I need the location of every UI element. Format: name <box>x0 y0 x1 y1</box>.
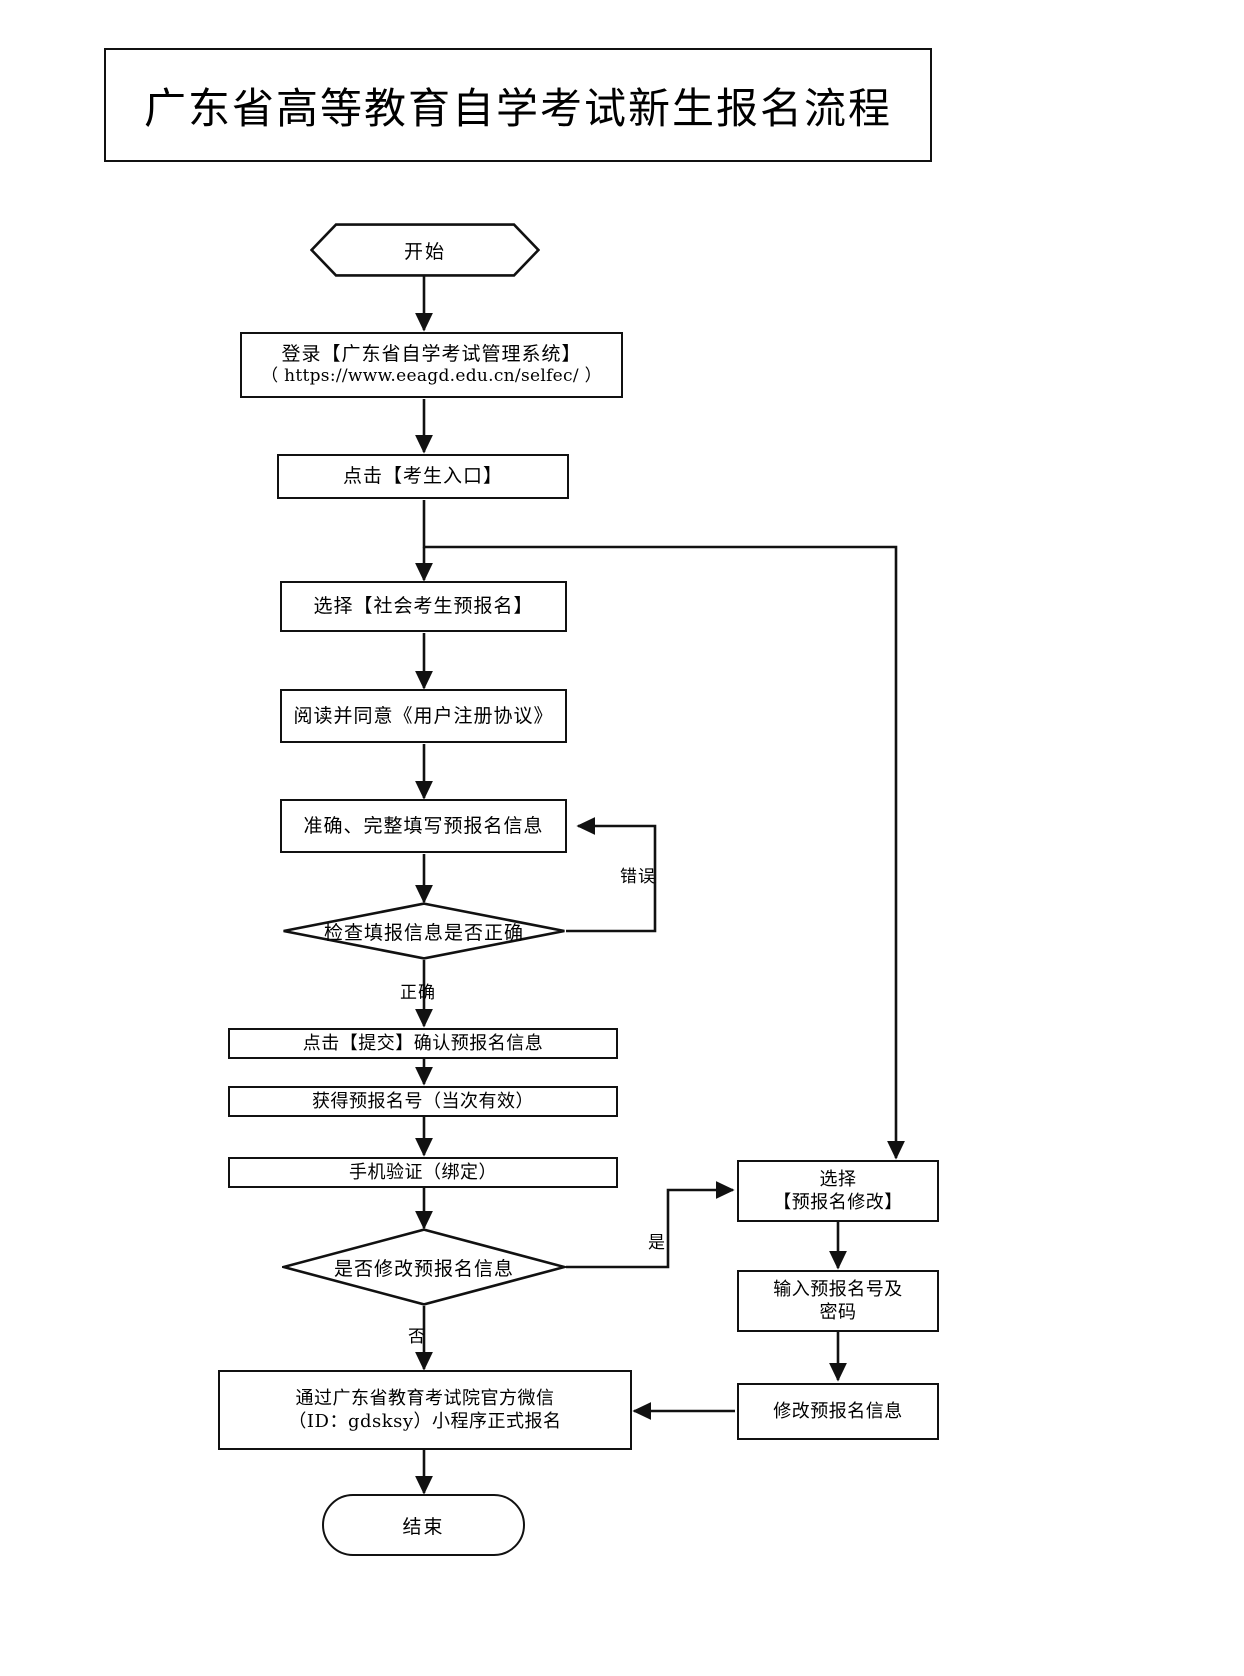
node-phoneverify[interactable]: 手机验证（绑定） <box>228 1157 618 1188</box>
edge-label-yes: 是 <box>648 1233 666 1253</box>
node-entry[interactable]: 点击【考生入口】 <box>277 454 569 499</box>
node-login-url: （ https://www.eeagd.edu.cn/selfec/ ） <box>261 366 602 387</box>
page-title: 广东省高等教育自学考试新生报名流程 <box>143 83 892 133</box>
node-select-modify[interactable]: 选择 【预报名修改】 <box>737 1160 939 1222</box>
node-wechat-official[interactable]: 通过广东省教育考试院官方微信 （ID：gdsksy）小程序正式报名 <box>218 1370 632 1450</box>
node-agreement[interactable]: 阅读并同意《用户注册协议》 <box>280 689 567 743</box>
node-end[interactable]: 结束 <box>322 1494 525 1556</box>
node-submit-label: 点击【提交】确认预报名信息 <box>302 1032 544 1054</box>
node-input-credentials[interactable]: 输入预报名号及 密码 <box>737 1270 939 1332</box>
node-input-credentials-label: 输入预报名号及 密码 <box>773 1278 903 1323</box>
node-fillinfo-label: 准确、完整填写预报名信息 <box>303 814 544 837</box>
checkinfo-diamond-shape <box>283 902 565 960</box>
node-checkinfo-label: 检查填报信息是否正确 <box>323 921 524 944</box>
node-login-label: 登录【广东省自学考试管理系统】 <box>281 342 582 365</box>
edge-label-error: 错误 <box>620 867 656 887</box>
node-modify-info-label: 修改预报名信息 <box>773 1400 903 1422</box>
node-modify-info[interactable]: 修改预报名信息 <box>737 1383 939 1440</box>
node-submit[interactable]: 点击【提交】确认预报名信息 <box>228 1028 618 1059</box>
node-agreement-label: 阅读并同意《用户注册协议》 <box>293 704 554 727</box>
node-getnumber-label: 获得预报名号（当次有效） <box>312 1090 534 1112</box>
modifyask-diamond-shape <box>282 1228 566 1306</box>
node-start[interactable]: 开始 <box>310 223 540 277</box>
node-getnumber[interactable]: 获得预报名号（当次有效） <box>228 1086 618 1117</box>
node-fillinfo[interactable]: 准确、完整填写预报名信息 <box>280 799 567 853</box>
node-phoneverify-label: 手机验证（绑定） <box>349 1161 497 1183</box>
node-wechat-sublabel: （ID：gdsksy）小程序正式报名 <box>288 1411 562 1432</box>
node-login[interactable]: 登录【广东省自学考试管理系统】 （ https://www.eeagd.edu.… <box>240 332 623 398</box>
node-modifyask-label: 是否修改预报名信息 <box>333 1257 514 1280</box>
node-wechat-label: 通过广东省教育考试院官方微信 <box>295 1387 555 1409</box>
node-select-modify-label: 选择 【预报名修改】 <box>773 1168 903 1213</box>
node-modifyask[interactable]: 是否修改预报名信息 <box>282 1228 566 1306</box>
edge-label-correct: 正确 <box>400 983 436 1003</box>
node-start-label: 开始 <box>403 240 446 263</box>
start-hexagon-shape <box>310 223 540 277</box>
node-prereg[interactable]: 选择【社会考生预报名】 <box>280 581 567 632</box>
node-end-label: 结束 <box>402 1515 445 1538</box>
node-entry-label: 点击【考生入口】 <box>342 465 503 488</box>
document-title-box: 广东省高等教育自学考试新生报名流程 <box>104 48 932 162</box>
edge-label-no: 否 <box>408 1327 426 1347</box>
node-checkinfo[interactable]: 检查填报信息是否正确 <box>282 902 566 960</box>
node-prereg-label: 选择【社会考生预报名】 <box>313 595 534 618</box>
